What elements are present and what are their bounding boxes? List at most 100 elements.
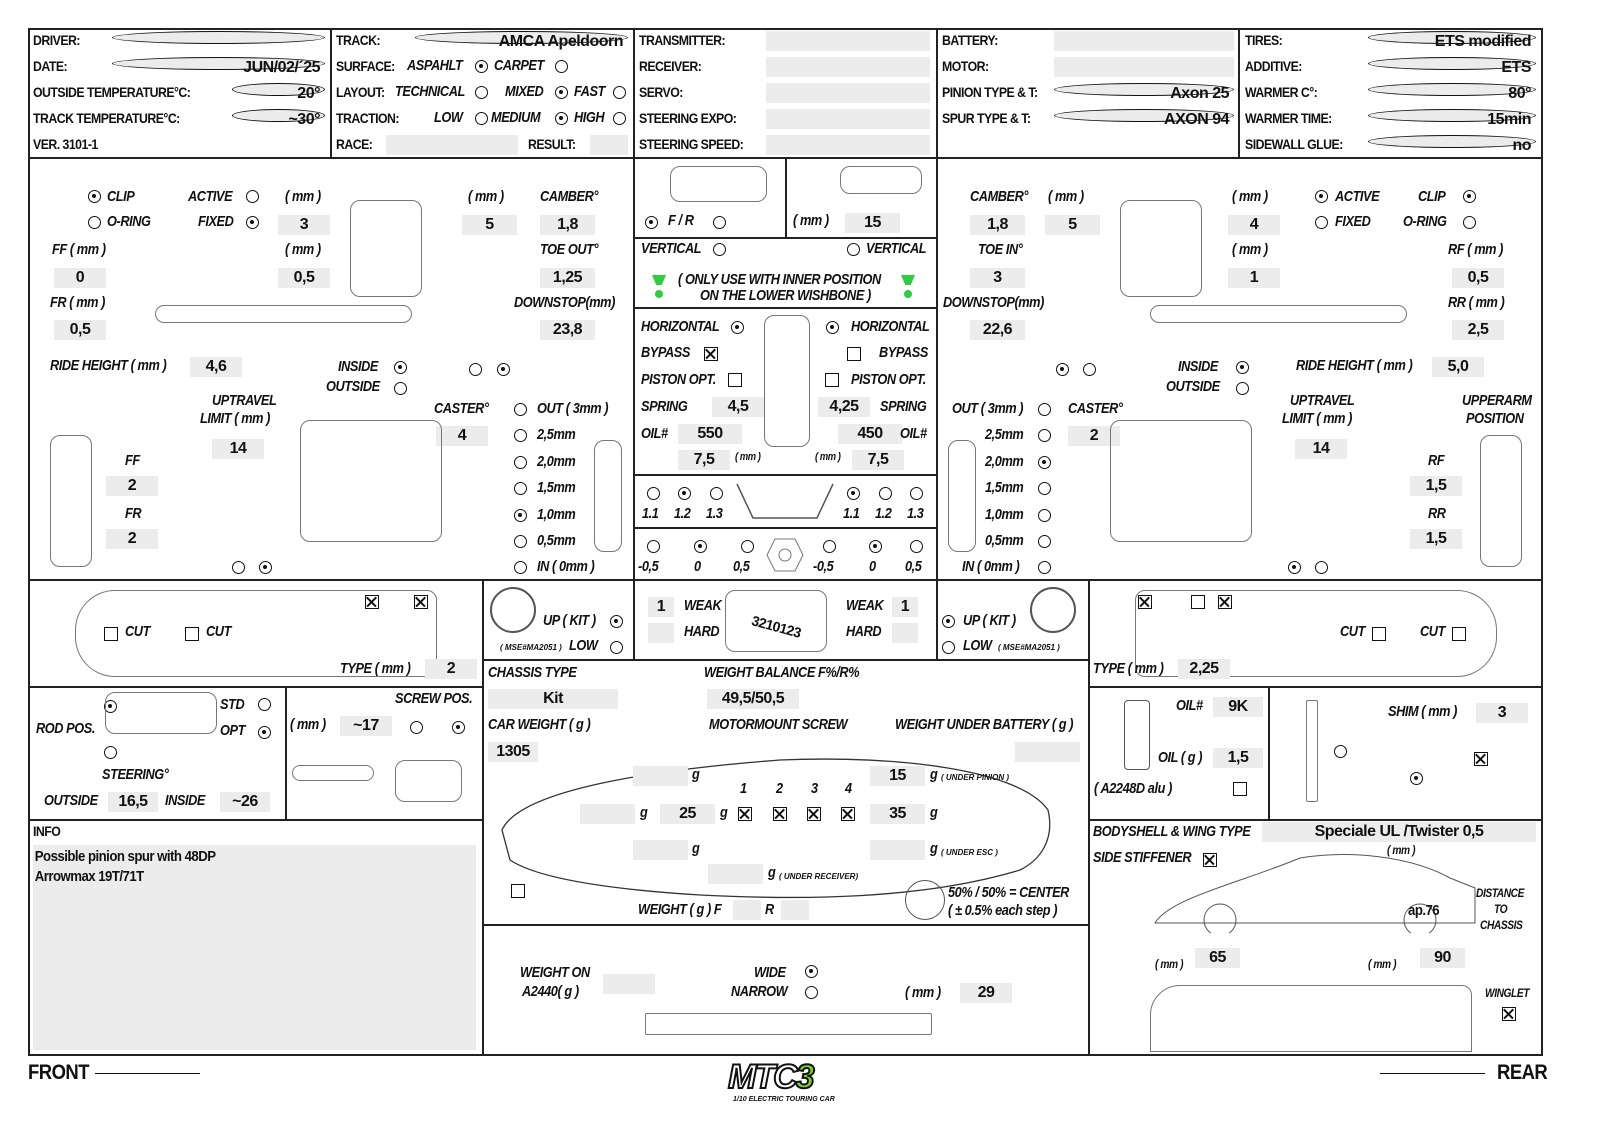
weight-f-field[interactable] — [733, 900, 761, 920]
oring-radio-rear[interactable] — [1463, 216, 1476, 229]
rear-low-radio[interactable] — [942, 641, 955, 654]
shim-checkbox[interactable] — [1474, 752, 1488, 766]
rear-height-radio-0[interactable] — [1038, 403, 1051, 416]
std-radio[interactable] — [258, 698, 271, 711]
fr-radio-rear[interactable] — [713, 216, 726, 229]
rear-offset-radio-1[interactable] — [823, 540, 836, 553]
front-mm2-field[interactable]: 0,5 — [278, 268, 330, 288]
rear-rr-pos-field[interactable]: 1,5 — [1410, 529, 1462, 549]
weight-field-front-left[interactable] — [633, 766, 688, 786]
front-fr-pos-field[interactable]: 2 — [106, 529, 158, 549]
under-battery-field[interactable] — [1015, 742, 1080, 762]
downstop-radio-2[interactable] — [497, 363, 510, 376]
warmer-time-field[interactable]: 15min — [1368, 109, 1536, 128]
track-temp-field[interactable]: ~30° — [232, 109, 325, 128]
rear-weak-field[interactable]: 1 — [892, 597, 918, 617]
bracket-checkbox[interactable] — [511, 884, 525, 898]
carpet-radio[interactable] — [555, 60, 568, 73]
front-ratio-radio-3[interactable] — [710, 487, 723, 500]
rod-pos-radio-2[interactable] — [104, 746, 117, 759]
technical-radio[interactable] — [475, 86, 488, 99]
rear-arm-checkbox-2[interactable] — [1191, 595, 1205, 609]
steering-speed-field[interactable] — [766, 135, 930, 155]
alu-checkbox[interactable] — [1233, 782, 1247, 796]
front-camber-field[interactable]: 1,8 — [540, 215, 595, 235]
front-cut-checkbox-2[interactable] — [185, 627, 199, 641]
date-field[interactable]: JUN/02/´25 — [112, 57, 325, 76]
servo-mm-field[interactable]: 15 — [845, 213, 900, 233]
rear-length-field[interactable]: 7,5 — [852, 450, 904, 470]
vertical-radio-front[interactable] — [713, 243, 726, 256]
battery-field[interactable] — [1054, 31, 1234, 51]
height-radio-5[interactable] — [514, 535, 527, 548]
outside-radio-rear[interactable] — [1236, 382, 1249, 395]
winglet-checkbox[interactable] — [1502, 1007, 1516, 1021]
spur-field[interactable]: AXON 94 — [1054, 109, 1234, 128]
rear-rr-field[interactable]: 2,5 — [1452, 320, 1504, 340]
screw-pos-radio-1[interactable] — [410, 721, 423, 734]
front-downstop-field[interactable]: 23,8 — [540, 320, 595, 340]
medium-traction-radio[interactable] — [555, 112, 568, 125]
high-traction-radio[interactable] — [613, 112, 626, 125]
fast-radio[interactable] — [613, 86, 626, 99]
shim-field[interactable]: 3 — [1476, 703, 1528, 723]
front-hard-field[interactable] — [648, 623, 674, 643]
front-ratio-radio-2[interactable] — [678, 487, 691, 500]
piston-checkbox-rear[interactable] — [825, 373, 839, 387]
rear-rf-pos-field[interactable]: 1,5 — [1410, 476, 1462, 496]
tires-field[interactable]: ETS modified — [1368, 31, 1536, 50]
front-uptravel-field[interactable]: 14 — [212, 439, 264, 459]
rear-mm-field[interactable]: 4 — [1228, 215, 1280, 235]
pinion-field[interactable]: Axon 25 — [1054, 83, 1234, 102]
front-mm-field[interactable]: 3 — [278, 215, 330, 235]
inside-radio-rear[interactable] — [1236, 361, 1249, 374]
a2440-weight-field[interactable] — [603, 974, 655, 994]
clip-radio[interactable] — [88, 190, 101, 203]
warmer-field[interactable]: 80° — [1368, 83, 1536, 102]
height-radio-4[interactable] — [514, 509, 527, 522]
uptravel-radio-1[interactable] — [232, 561, 245, 574]
rear-ratio-radio-2[interactable] — [879, 487, 892, 500]
rear-spring-field[interactable]: 4,25 — [818, 397, 870, 417]
bypass-checkbox-front[interactable] — [704, 347, 718, 361]
under-esc-field[interactable] — [870, 840, 925, 860]
rear-height-radio-4[interactable] — [1038, 509, 1051, 522]
car-weight-field[interactable]: 1305 — [488, 742, 538, 762]
rear-mm2-field[interactable]: 1 — [1228, 268, 1280, 288]
weight-field-left[interactable] — [580, 804, 635, 824]
active-radio[interactable] — [246, 190, 259, 203]
under-pinion-field[interactable]: 15 — [870, 766, 925, 786]
rear-height-radio-3[interactable] — [1038, 482, 1051, 495]
rear-hard-field[interactable] — [892, 623, 918, 643]
rear-height-radio-2[interactable] — [1038, 456, 1051, 469]
steering-outside-field[interactable]: 16,5 — [108, 792, 158, 812]
rear-downstop-radio-2[interactable] — [1083, 363, 1096, 376]
rear-uptravel-field[interactable]: 14 — [1295, 439, 1347, 459]
rear-downstop-radio-1[interactable] — [1056, 363, 1069, 376]
front-ride-height-field[interactable]: 4,6 — [190, 357, 242, 377]
sidewall-field[interactable]: no — [1368, 135, 1536, 154]
front-offset-radio-1[interactable] — [647, 540, 660, 553]
height-radio-0[interactable] — [514, 403, 527, 416]
mixed-radio[interactable] — [555, 86, 568, 99]
rear-toe-field[interactable]: 3 — [970, 268, 1025, 288]
active-radio-rear[interactable] — [1315, 190, 1328, 203]
bypass-checkbox-rear[interactable] — [847, 347, 861, 361]
steering-inside-field[interactable]: ~26 — [220, 792, 270, 812]
front-caster-field[interactable]: 4 — [436, 426, 488, 446]
diff-oil-field[interactable]: 9K — [1213, 697, 1263, 717]
rear-uptravel-radio-1[interactable] — [1288, 561, 1301, 574]
rear-camber-field[interactable]: 1,8 — [970, 215, 1025, 235]
weight-field-rear-left[interactable] — [633, 840, 688, 860]
receiver-field[interactable] — [766, 57, 930, 77]
piston-checkbox-front[interactable] — [728, 373, 742, 387]
opt-radio[interactable] — [258, 726, 271, 739]
weight-balance-field[interactable]: 49,5/50,5 — [707, 689, 799, 709]
motormount-screw-2-checkbox[interactable] — [773, 807, 787, 821]
front-ff-pos-field[interactable]: 2 — [106, 476, 158, 496]
front-toe-field[interactable]: 1,25 — [540, 268, 595, 288]
rear-downstop-field[interactable]: 22,6 — [970, 320, 1025, 340]
rear-arm-checkbox-3[interactable] — [1218, 595, 1232, 609]
rear-offset-radio-2[interactable] — [869, 540, 882, 553]
servo-field[interactable] — [766, 83, 930, 103]
